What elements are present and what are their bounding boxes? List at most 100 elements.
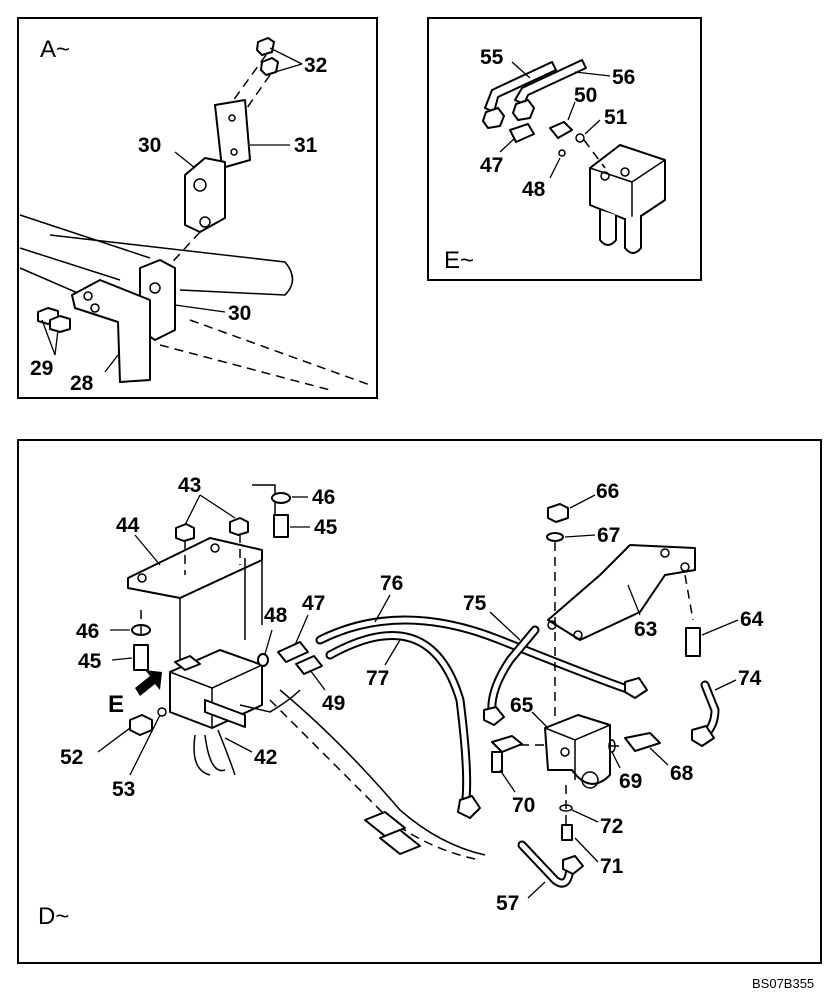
callout-57: 57 [496, 892, 519, 915]
adapter-47-d [277, 641, 309, 663]
bolt-45-left [133, 644, 149, 671]
solenoid [204, 699, 246, 728]
callout-70: 70 [512, 794, 535, 817]
callout-77: 77 [366, 667, 389, 690]
callout-53: 53 [112, 778, 135, 801]
leader-77 [384, 639, 401, 666]
callout-68: 68 [670, 762, 694, 785]
frame-line [19, 247, 121, 281]
leader-75 [489, 611, 521, 641]
harness [269, 699, 481, 861]
leader-74 [714, 679, 737, 691]
nut-77 [457, 795, 481, 819]
bolt-64 [685, 627, 701, 657]
leader-64 [701, 619, 739, 636]
leader-32 [269, 47, 303, 73]
nut-56 [512, 99, 535, 121]
callout-51: 51 [604, 106, 628, 129]
leader-55 [511, 61, 531, 79]
callout-46-left: 46 [76, 620, 99, 643]
assembly-line [583, 139, 606, 169]
valve-block [589, 144, 666, 223]
leader-52 [97, 727, 131, 753]
leader-44 [134, 534, 161, 566]
valve-port [599, 210, 617, 246]
leader-57 [527, 881, 546, 899]
callout-55: 55 [480, 46, 504, 69]
nut-55 [482, 107, 505, 129]
callout-45: 45 [314, 516, 338, 539]
callout-32: 32 [304, 54, 327, 77]
bolt-43 [175, 523, 195, 542]
callout-48: 48 [522, 178, 546, 201]
bolt-29 [37, 307, 71, 333]
bolt-66 [547, 503, 569, 523]
leader-51 [584, 119, 601, 135]
leader-47-d [294, 614, 309, 646]
nut-75 [483, 706, 505, 726]
leader-48 [549, 157, 561, 179]
bracket-63 [547, 544, 696, 641]
leader-30b [174, 304, 226, 313]
connector [364, 811, 406, 837]
wire [239, 689, 301, 713]
leader-43 [184, 494, 236, 526]
callout-50: 50 [574, 84, 597, 107]
view-d-label: D~ [38, 903, 69, 930]
adapter-47 [509, 123, 535, 143]
leader-68 [649, 747, 669, 766]
leader-28 [104, 354, 119, 373]
callout-56: 56 [612, 66, 635, 89]
bracket-path [164, 231, 201, 271]
adapter-71 [561, 824, 573, 841]
view-e-frame [427, 17, 702, 281]
leader-76 [374, 594, 391, 623]
bracket-tab [252, 484, 276, 535]
leader-49 [309, 669, 326, 691]
callout-48: 48 [264, 604, 288, 627]
nut-76 [624, 677, 648, 699]
leader-70 [499, 769, 516, 793]
callout-76: 76 [380, 572, 403, 595]
callout-30: 30 [138, 134, 161, 157]
callout-75: 75 [463, 592, 487, 615]
bolt-32 [256, 37, 279, 76]
callout-64: 64 [740, 608, 764, 631]
callout-47: 47 [302, 592, 325, 615]
plate-31 [214, 99, 251, 169]
valve-block-d [169, 649, 263, 729]
callout-63: 63 [634, 618, 657, 641]
leader-30 [174, 151, 196, 169]
leader-65 [531, 711, 549, 729]
connector [379, 829, 421, 855]
washer-67 [546, 532, 564, 542]
bolt-45 [273, 514, 289, 538]
view-a-frame [17, 17, 378, 399]
view-e-arrow-label: E [108, 691, 124, 718]
adapter-49 [295, 655, 323, 675]
callout-31: 31 [294, 134, 318, 157]
adapter-50 [549, 121, 573, 139]
view-d-frame [17, 439, 822, 964]
drawing-code: BS07B355 [752, 976, 814, 991]
view-e-label: E~ [444, 247, 474, 274]
view-d-panel: D~ E [17, 439, 822, 964]
callout-47: 47 [480, 154, 503, 177]
callout-30-lower: 30 [228, 302, 251, 325]
washer-46 [271, 492, 291, 504]
callout-67: 67 [597, 524, 620, 547]
callout-42: 42 [254, 746, 277, 769]
leader-56 [574, 71, 611, 77]
oring-48-d [257, 653, 269, 667]
valve-port [624, 215, 642, 254]
crossbar [49, 234, 294, 296]
callout-69: 69 [619, 770, 642, 793]
leader-69 [611, 751, 621, 769]
view-e-arrow [135, 670, 162, 696]
bracket-44 [127, 537, 263, 599]
leader-42 [224, 737, 253, 753]
leader-45-left [111, 657, 133, 661]
callout-74: 74 [738, 667, 762, 690]
nut-57 [562, 855, 584, 875]
